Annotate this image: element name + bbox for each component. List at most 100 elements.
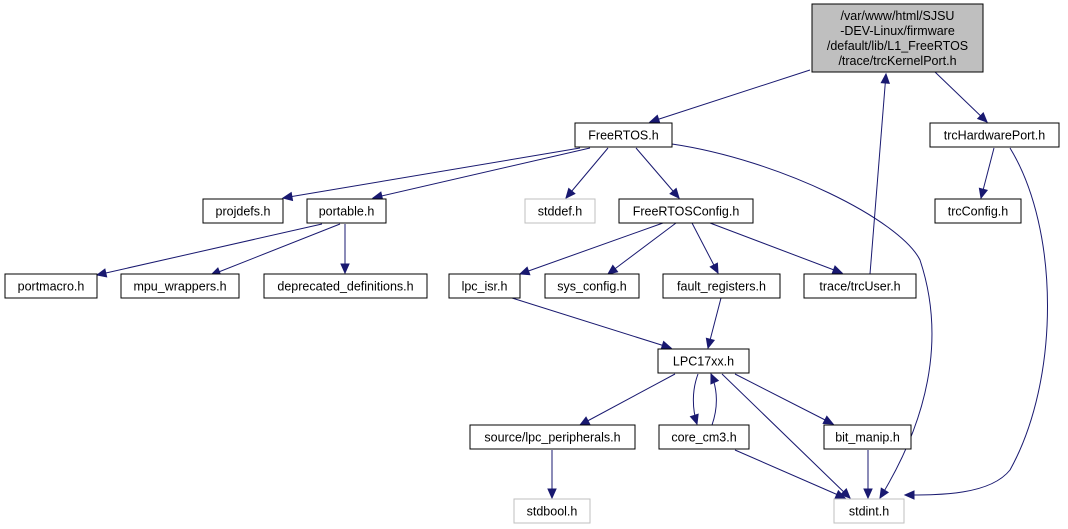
edge-line bbox=[934, 71, 988, 123]
node-label: projdefs.h bbox=[216, 205, 271, 219]
arrowhead bbox=[978, 187, 989, 200]
node-deprecated-definitions-h[interactable]: deprecated_definitions.h bbox=[263, 273, 428, 299]
arrowhead bbox=[648, 114, 661, 124]
node-box bbox=[202, 198, 284, 224]
node-label: FreeRTOS.h bbox=[588, 129, 658, 143]
node-bit-manip-h[interactable]: bit_manip.h bbox=[823, 424, 912, 450]
node-sys-config-h[interactable]: sys_config.h bbox=[544, 273, 640, 299]
node-label: portmacro.h bbox=[18, 280, 85, 294]
arrowhead bbox=[281, 191, 294, 202]
node-fault-registers-h[interactable]: fault_registers.h bbox=[662, 273, 781, 299]
edge-core_cm3_h-to-stdint_h bbox=[734, 449, 847, 499]
arrowhead bbox=[976, 111, 988, 123]
node-core-cm3-h[interactable]: core_cm3.h bbox=[658, 424, 750, 450]
node-source-lpc-peripherals-h[interactable]: source/lpc_peripherals.h bbox=[469, 424, 636, 450]
arrowhead bbox=[660, 340, 673, 350]
node-label: stdint.h bbox=[849, 505, 889, 519]
node-label: portable.h bbox=[319, 205, 375, 219]
arrowhead bbox=[518, 266, 531, 276]
node-label: lpc_isr.h bbox=[462, 280, 508, 294]
edge-freertos_h-to-projdefs_h bbox=[281, 147, 581, 202]
edge-portable_h-to-mpu_wrappers_h bbox=[209, 223, 341, 276]
edge-line bbox=[721, 373, 851, 499]
node-box bbox=[4, 273, 98, 299]
edge-portable_h-to-deprecated_definitions_h bbox=[340, 224, 350, 275]
edge-line bbox=[96, 223, 323, 276]
edge-freertos_h-to-stdint_h bbox=[671, 143, 933, 500]
node-box bbox=[803, 273, 917, 299]
node-label: source/lpc_peripherals.h bbox=[484, 431, 620, 445]
arrowhead bbox=[547, 488, 557, 500]
edge-freertosconfig_h-to-fault_registers_h bbox=[691, 222, 719, 275]
node-box bbox=[513, 498, 591, 524]
node-root[interactable]: /var/www/html/SJSU-DEV-Linux/firmware/de… bbox=[811, 3, 984, 73]
edge-lpc17xx_h-to-bit_manip_h bbox=[734, 373, 835, 425]
arrowhead bbox=[565, 187, 576, 199]
edges-layer bbox=[95, 69, 1048, 500]
node-label: LPC17xx.h bbox=[673, 355, 734, 369]
node-label: /default/lib/L1_FreeRTOS bbox=[827, 39, 968, 53]
edge-lpc17xx_h-to-stdint_h bbox=[721, 373, 851, 499]
edge-freertosconfig_h-to-trace_trcuser_h bbox=[709, 222, 844, 275]
node-lpc17xx-h[interactable]: LPC17xx.h bbox=[657, 348, 750, 374]
node-label: bit_manip.h bbox=[835, 431, 900, 445]
node-label: -DEV-Linux/firmware bbox=[840, 24, 955, 38]
edge-bit_manip_h-to-stdint_h bbox=[863, 450, 873, 500]
edge-freertos_h-to-stddef_h bbox=[565, 147, 609, 199]
edge-freertosconfig_h-to-lpc_isr_h bbox=[518, 222, 664, 276]
arrowhead bbox=[669, 187, 680, 199]
node-portmacro-h[interactable]: portmacro.h bbox=[4, 273, 98, 299]
node-label: /var/www/html/SJSU bbox=[841, 9, 955, 23]
node-mpu-wrappers-h[interactable]: mpu_wrappers.h bbox=[120, 273, 240, 299]
node-label: stddef.h bbox=[538, 205, 583, 219]
node-lpc-isr-h[interactable]: lpc_isr.h bbox=[448, 273, 521, 299]
node-label: trcHardwarePort.h bbox=[944, 129, 1045, 143]
node-stdint-h: stdint.h bbox=[833, 498, 905, 524]
node-box bbox=[524, 198, 596, 224]
edge-root-to-freertos_h bbox=[648, 69, 811, 124]
edge-line bbox=[519, 222, 664, 275]
edge-portable_h-to-portmacro_h bbox=[95, 223, 323, 278]
node-box bbox=[934, 198, 1022, 224]
arrowhead bbox=[705, 337, 716, 350]
edge-line bbox=[565, 147, 609, 199]
node-box bbox=[544, 273, 640, 299]
edge-trchardwareport_h-to-stdint_h bbox=[903, 147, 1048, 500]
arrowhead bbox=[709, 262, 719, 275]
edge-trace_trcuser_h-to-root bbox=[869, 72, 890, 275]
node-stddef-h: stddef.h bbox=[524, 198, 596, 224]
node-trchardwareport-h[interactable]: trcHardwarePort.h bbox=[929, 122, 1060, 148]
edge-lpc17xx_h-to-core_cm3_h bbox=[689, 373, 699, 426]
node-freertos-h[interactable]: FreeRTOS.h bbox=[574, 122, 673, 148]
node-trcconfig-h[interactable]: trcConfig.h bbox=[934, 198, 1022, 224]
edge-lpc17xx_h-to-source_lpc_peripherals_h bbox=[578, 373, 676, 426]
node-box bbox=[929, 122, 1060, 148]
arrowhead bbox=[689, 413, 699, 426]
node-freertosconfig-h[interactable]: FreeRTOSConfig.h bbox=[618, 198, 754, 224]
node-label: mpu_wrappers.h bbox=[133, 280, 226, 294]
edge-freertos_h-to-portable_h bbox=[371, 147, 591, 201]
edge-line bbox=[607, 222, 677, 275]
node-label: stdbool.h bbox=[527, 505, 578, 519]
edge-line bbox=[649, 69, 811, 123]
node-box bbox=[263, 273, 428, 299]
node-box bbox=[657, 348, 750, 374]
node-label: trace/trcUser.h bbox=[819, 280, 900, 294]
node-stdbool-h: stdbool.h bbox=[513, 498, 591, 524]
node-trace-trcuser-h[interactable]: trace/trcUser.h bbox=[803, 273, 917, 299]
edge-freertosconfig_h-to-sys_config_h bbox=[607, 222, 677, 275]
node-projdefs-h[interactable]: projdefs.h bbox=[202, 198, 284, 224]
node-portable-h[interactable]: portable.h bbox=[306, 198, 387, 224]
node-box bbox=[811, 3, 984, 73]
arrowhead bbox=[879, 487, 890, 500]
edge-line bbox=[210, 223, 341, 276]
edge-line bbox=[734, 449, 846, 499]
node-box bbox=[658, 424, 750, 450]
node-box bbox=[306, 198, 387, 224]
edge-line bbox=[511, 297, 672, 349]
node-box bbox=[823, 424, 912, 450]
edge-line bbox=[869, 73, 887, 275]
edge-line bbox=[709, 222, 843, 274]
arrowhead bbox=[903, 490, 915, 500]
